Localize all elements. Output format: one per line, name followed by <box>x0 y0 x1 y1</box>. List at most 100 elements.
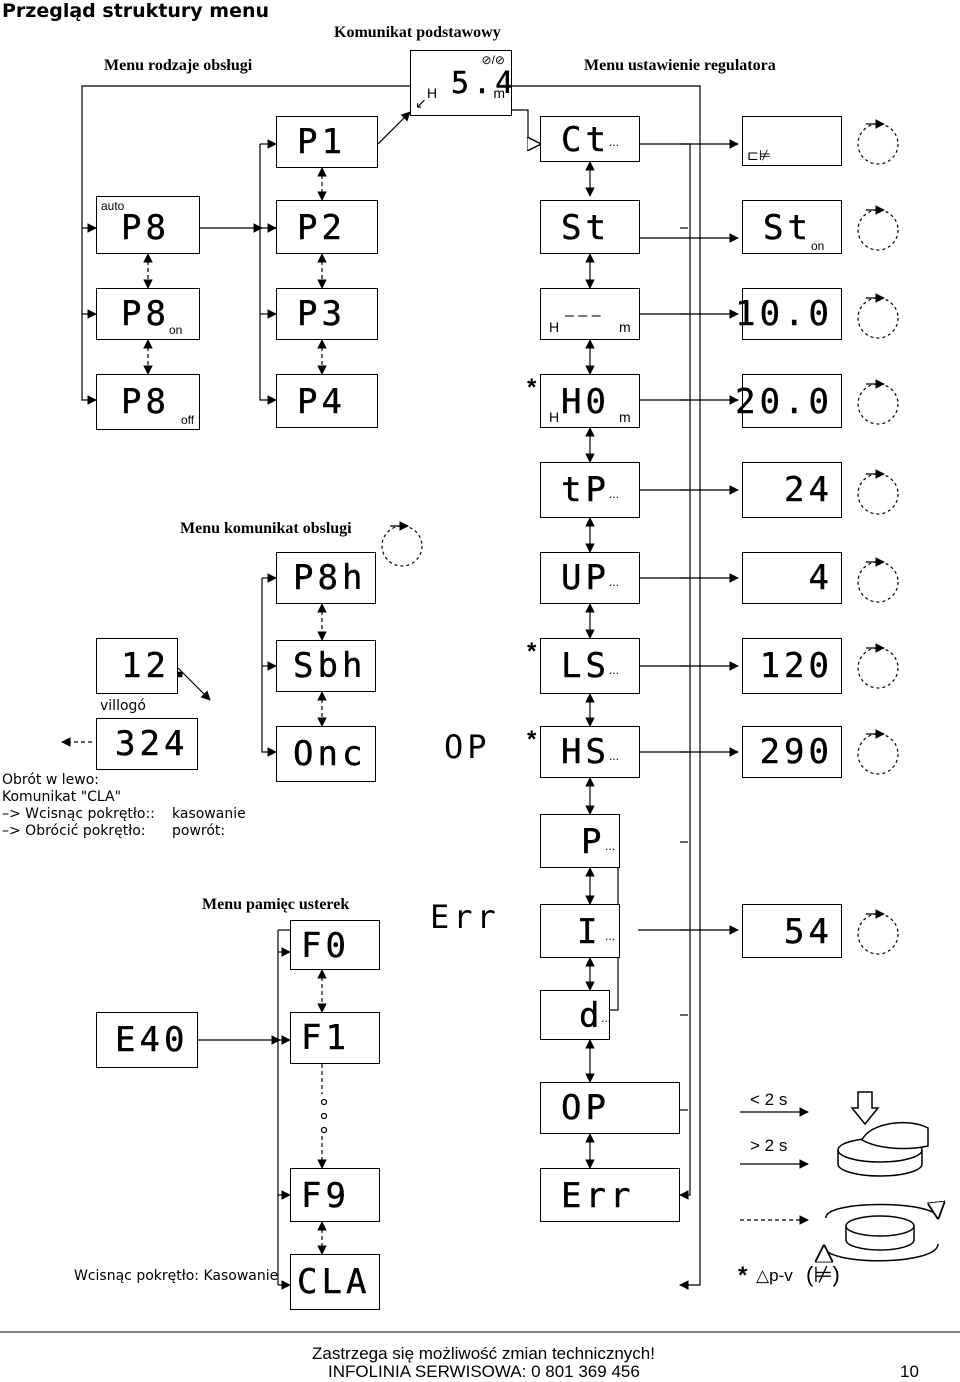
value-segment: 24 <box>784 470 833 510</box>
mode-indicator: on <box>169 323 183 337</box>
fault-display-f9: F9 <box>290 1168 380 1222</box>
controller-left-unit: H <box>549 409 560 425</box>
basic-display-value: 5.4 <box>451 66 518 101</box>
service-op-floating: OP <box>444 728 491 766</box>
legend-note-symbol: (⊭) <box>806 1262 840 1287</box>
basic-display: ⊘/⊘ 5.4 H m ↙ <box>410 50 513 116</box>
heading-controller-settings: Menu ustawienie regulatora <box>584 57 776 74</box>
service-counter-value-segment: 324 <box>115 724 189 764</box>
controller-unit: ... <box>609 663 620 677</box>
pressure-mode-icon: ↙ <box>415 95 427 111</box>
mode-display-p3: P3 <box>276 288 378 340</box>
legend-note-star: * <box>738 1262 748 1289</box>
controller-right-unit: m <box>619 409 631 425</box>
mode-segment: P3 <box>297 294 346 334</box>
controller-segment: OP <box>561 1088 610 1128</box>
value-display-290: 290 <box>742 726 842 778</box>
value-segment: 290 <box>759 732 833 772</box>
fault-segment: CLA <box>297 1262 371 1302</box>
controller-left-unit: H <box>549 319 560 335</box>
value-display-st: St on <box>742 200 842 254</box>
controller-unit: ... <box>601 1011 612 1025</box>
controller-segment: Ct <box>561 120 610 160</box>
controller-segment: Err <box>561 1176 635 1216</box>
clear-label: Wcisnąc pokrętło: Kasowanie <box>74 1268 279 1284</box>
reset-text-line1: Obrót w lewo: <box>2 772 99 788</box>
service-counter-segment: 12. <box>121 646 195 686</box>
controller-item-p: P ... <box>540 814 620 868</box>
service-display-onc: Onc <box>276 726 376 782</box>
controller-item-i: I ... <box>540 904 620 958</box>
service-segment: Onc <box>293 734 367 774</box>
value-segment: 120 <box>759 646 833 686</box>
controller-item-err: Err <box>540 1168 680 1222</box>
controller-item-d: d ... <box>540 990 612 1040</box>
controller-unit: ... <box>609 749 620 763</box>
controller-unit: ... <box>605 839 616 853</box>
mode-segment: P2 <box>297 208 346 248</box>
controller-segment: d <box>579 996 604 1036</box>
controller-segment: P <box>581 822 606 862</box>
controller-segment: UP <box>561 558 610 598</box>
status-symbol: ⊘/⊘ <box>481 53 505 67</box>
controller-segment: H0 <box>561 382 610 422</box>
value-indicator: on <box>811 239 825 253</box>
heading-operating-modes: Menu rodzaje obsługi <box>104 57 253 74</box>
controller-item-ct: Ct ... <box>540 116 640 162</box>
reset-text-line3: –> Wcisnąc pokrętło:: <box>2 806 155 822</box>
fault-display-f1: F1 <box>290 1012 380 1064</box>
reset-action-press: kasowanie <box>172 806 246 822</box>
mode-segment: P4 <box>297 382 346 422</box>
controller-segment: – – – <box>565 307 601 324</box>
fault-error-code: E40 <box>96 1012 198 1068</box>
fault-segment: F1 <box>301 1018 350 1058</box>
controller-unit: ... <box>609 575 620 589</box>
control-mode-icon: ⊏⊭ <box>747 147 771 163</box>
fault-segment: F9 <box>301 1176 350 1216</box>
fault-error-segment: E40 <box>115 1020 189 1060</box>
value-segment: St <box>763 208 812 248</box>
controller-right-unit: m <box>619 319 631 335</box>
mode-segment: P8 <box>121 208 170 248</box>
fault-display-f0: F0 <box>290 920 380 970</box>
mode-indicator: off <box>181 413 195 427</box>
service-segment: Sbh <box>293 646 367 686</box>
controller-unit: ... <box>605 929 616 943</box>
mode-segment: P1 <box>297 122 346 162</box>
footnote-star: * <box>527 638 537 665</box>
mode-display-auto: auto P8 <box>96 196 200 254</box>
controller-unit: ... <box>609 135 620 149</box>
controller-segment: I <box>577 912 602 952</box>
value-display-10: 10.0 <box>735 288 842 340</box>
value-display-120: 120 <box>742 638 842 694</box>
fault-display-cla: CLA <box>290 1254 380 1310</box>
controller-segment: HS <box>561 732 610 772</box>
legend-note-text: △p-v <box>756 1266 793 1285</box>
reset-text-line4: –> Obrócić pokrętło: <box>2 823 146 839</box>
reset-action-turn: powrót: <box>172 823 226 839</box>
reset-text-line2: Komunikat "CLA" <box>2 789 122 805</box>
service-counter-value: 324 <box>96 718 198 770</box>
service-display-p8h: P8h <box>276 552 376 604</box>
heading-basic-message: Komunikat podstawowy <box>334 24 501 41</box>
value-segment: 4 <box>808 558 833 598</box>
fault-err-floating: Err <box>430 898 500 936</box>
footer-notice: Zastrzega się możliwość zmian techniczny… <box>312 1344 655 1363</box>
value-segment: 10.0 <box>735 294 833 334</box>
service-counter-display: 12. <box>96 638 191 694</box>
value-display-24: 24 <box>742 462 842 518</box>
mode-display-p1: P1 <box>276 116 378 168</box>
basic-display-left-unit: H <box>427 85 438 101</box>
controller-item-op: OP <box>540 1082 680 1134</box>
legend-short-press: < 2 s <box>750 1090 788 1109</box>
controller-item-up: UP ... <box>540 552 640 604</box>
value-segment: 54 <box>784 912 833 952</box>
mode-display-p2: P2 <box>276 200 378 254</box>
controller-item-st: St <box>540 200 640 254</box>
mode-segment: P8 <box>121 382 170 422</box>
page-number: 10 <box>900 1362 919 1381</box>
mode-display-on: P8 on <box>96 288 200 340</box>
value-display-4: 4 <box>742 552 842 604</box>
footnote-star: * <box>527 726 537 753</box>
service-display-sbh: Sbh <box>276 640 376 692</box>
